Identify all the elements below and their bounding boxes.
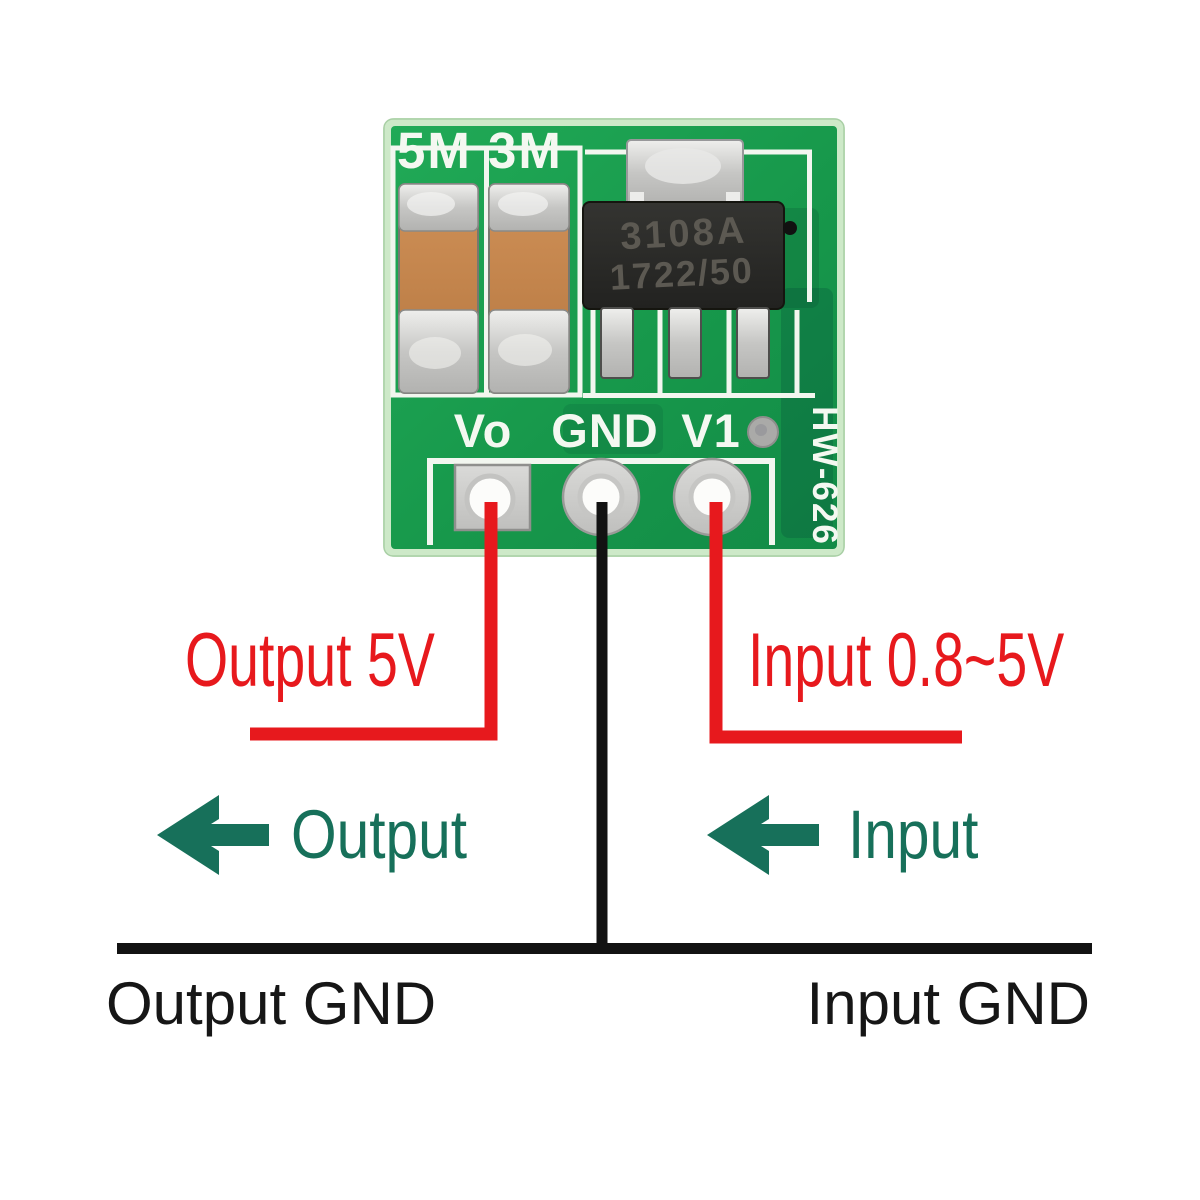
input-arrow-label: Input — [848, 796, 979, 873]
output-5v-line — [250, 502, 498, 741]
output-arrow-icon — [157, 795, 269, 875]
input-gnd-label: Input GND — [806, 970, 1090, 1037]
silkscreen-marking-text: 5M 3M — [397, 122, 563, 179]
pin-label-v1: V1 — [681, 404, 741, 457]
output-gnd-label: Output GND — [106, 970, 437, 1037]
output-arrow-label: Output — [291, 796, 468, 873]
ic-chip: 3108A 1722/50 — [582, 201, 785, 310]
output-voltage-label: Output 5V — [185, 618, 435, 703]
pad-vo — [453, 463, 532, 532]
input-voltage-line — [709, 502, 962, 744]
ic-legs — [600, 307, 770, 379]
capacitor-output — [398, 183, 479, 394]
input-arrow-icon — [707, 795, 819, 875]
ic-tab-pad — [626, 139, 744, 207]
fiducial-dot — [783, 221, 797, 235]
ic-marking-line1: 3108A — [619, 210, 748, 259]
capacitor-input — [488, 183, 570, 394]
board-id-text: HW-626 — [805, 406, 844, 546]
ic-marking-line2: 1722/50 — [609, 249, 755, 297]
silkscreen-ic-outline — [583, 149, 815, 398]
pin-label-gnd: GND — [551, 404, 658, 457]
pcb-board: 5M 3M 3108A 1 — [383, 118, 845, 557]
silkscreen-capacitor-frame — [390, 145, 583, 398]
input-voltage-label: Input 0.8~5V — [748, 618, 1065, 703]
pin-label-vo: Vo — [454, 404, 513, 457]
